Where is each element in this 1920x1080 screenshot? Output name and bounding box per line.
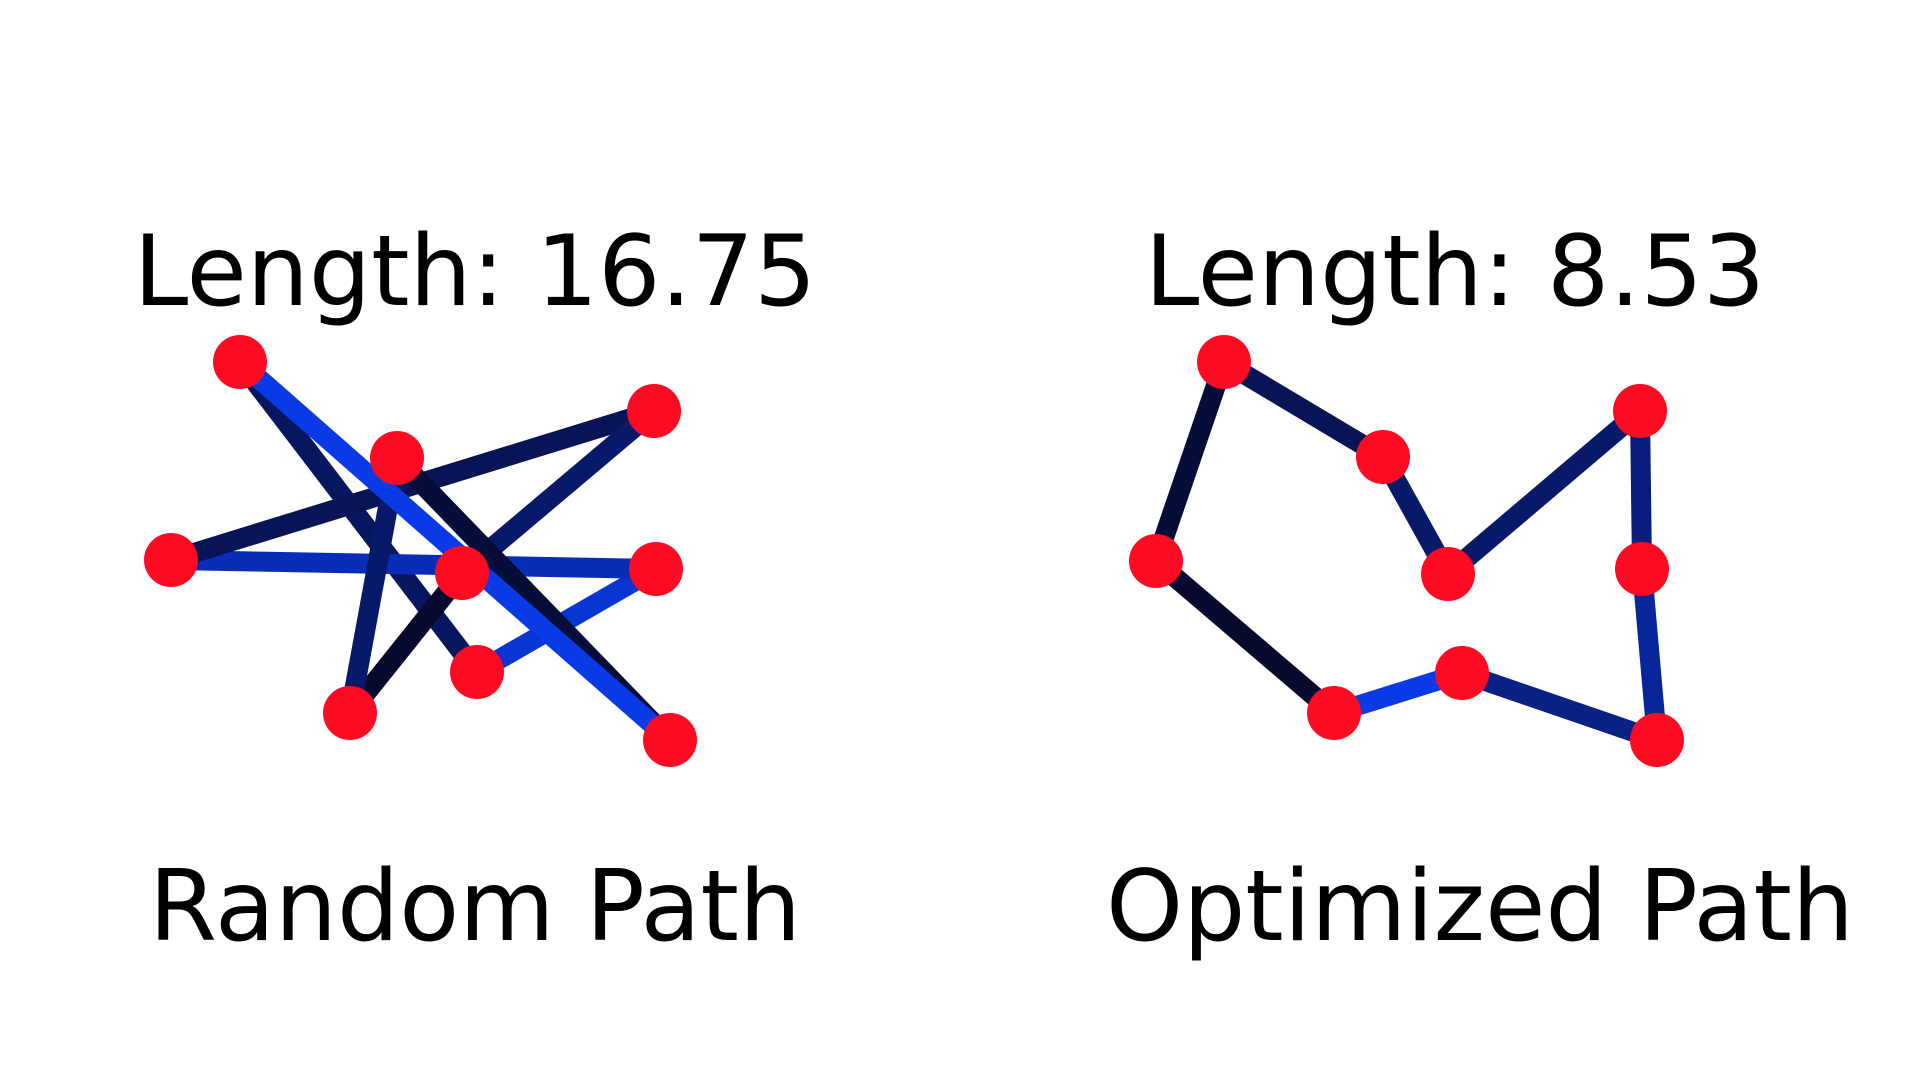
optimized-path-edge [1458, 663, 1661, 750]
optimized-path-node [1307, 686, 1361, 740]
random-path-panel: Length: 16.75 Random Path [134, 215, 817, 964]
random-path-node [323, 686, 377, 740]
random-path-node [629, 542, 683, 596]
optimized-path-node [1356, 430, 1410, 484]
random-path-node [435, 546, 489, 600]
optimized-path-edge [1632, 568, 1667, 741]
optimized-path-node [1615, 542, 1669, 596]
optimized-length-label: Length: 8.53 [1145, 215, 1765, 329]
optimized-path-panel: Length: 8.53 Optimized Path [1106, 215, 1854, 964]
optimized-path-node [1435, 646, 1489, 700]
random-path-nodes [144, 335, 697, 767]
optimized-path-edge [1146, 358, 1234, 565]
random-path-node [450, 645, 504, 699]
random-path-node [213, 335, 267, 389]
random-length-label: Length: 16.75 [134, 215, 817, 329]
optimized-path-node [1421, 547, 1475, 601]
optimized-path-node [1129, 534, 1183, 588]
optimized-path-node [1197, 335, 1251, 389]
optimized-path-node [1613, 384, 1667, 438]
random-path-caption: Random Path [149, 850, 801, 964]
random-path-edges [168, 354, 678, 748]
random-path-node [643, 713, 697, 767]
random-path-edge [232, 355, 485, 679]
optimized-path-edge [1441, 403, 1647, 582]
random-path-node [627, 384, 681, 438]
optimized-path-nodes [1129, 335, 1684, 767]
random-path-node [370, 431, 424, 485]
random-path-node [144, 533, 198, 587]
optimized-path-edge [1149, 553, 1341, 721]
random-path-edge [342, 566, 470, 720]
optimized-path-edge [1218, 353, 1389, 466]
optimized-path-caption: Optimized Path [1106, 850, 1854, 964]
random-path-edge [170, 550, 657, 579]
optimized-path-node [1630, 713, 1684, 767]
